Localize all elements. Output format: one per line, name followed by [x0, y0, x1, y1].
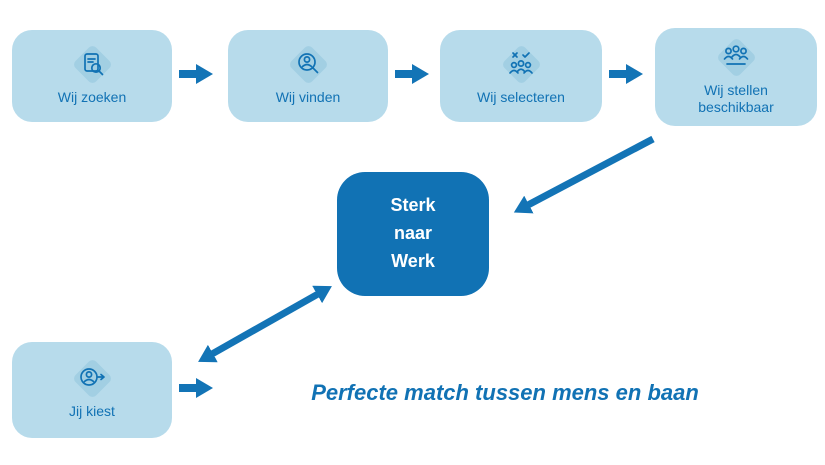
center-result-text: Sterk naar Werk [390, 195, 436, 271]
step-label: Wij zoeken [57, 89, 127, 106]
step-box-wij-vinden: Wij vinden [228, 30, 388, 122]
step-box-wij-selecteren: Wij selecteren [440, 30, 602, 122]
document-search-icon [70, 44, 114, 86]
person-arrow-icon [70, 358, 114, 400]
person-search-icon [286, 44, 330, 86]
step-box-wij-zoeken: Wij zoeken [12, 30, 172, 122]
center-result-box: Sterk naar Werk [337, 172, 489, 296]
step-label: Wij selecteren [477, 89, 565, 106]
arrow-step4-center [513, 135, 655, 214]
team-icon [714, 36, 758, 78]
step-label: Wij vinden [275, 89, 341, 106]
step-label: Jij kiest [69, 403, 115, 420]
step-box-jij-kiest: Jij kiest [12, 342, 172, 438]
group-check-icon [499, 44, 543, 86]
step-box-wij-stellen-beschikbaar: Wij stellen beschikbaar [655, 28, 817, 126]
step-label: Wij stellen beschikbaar [698, 81, 774, 116]
arrow-choice-center [198, 285, 332, 363]
tagline: Perfecte match tussen mens en baan [311, 380, 699, 405]
